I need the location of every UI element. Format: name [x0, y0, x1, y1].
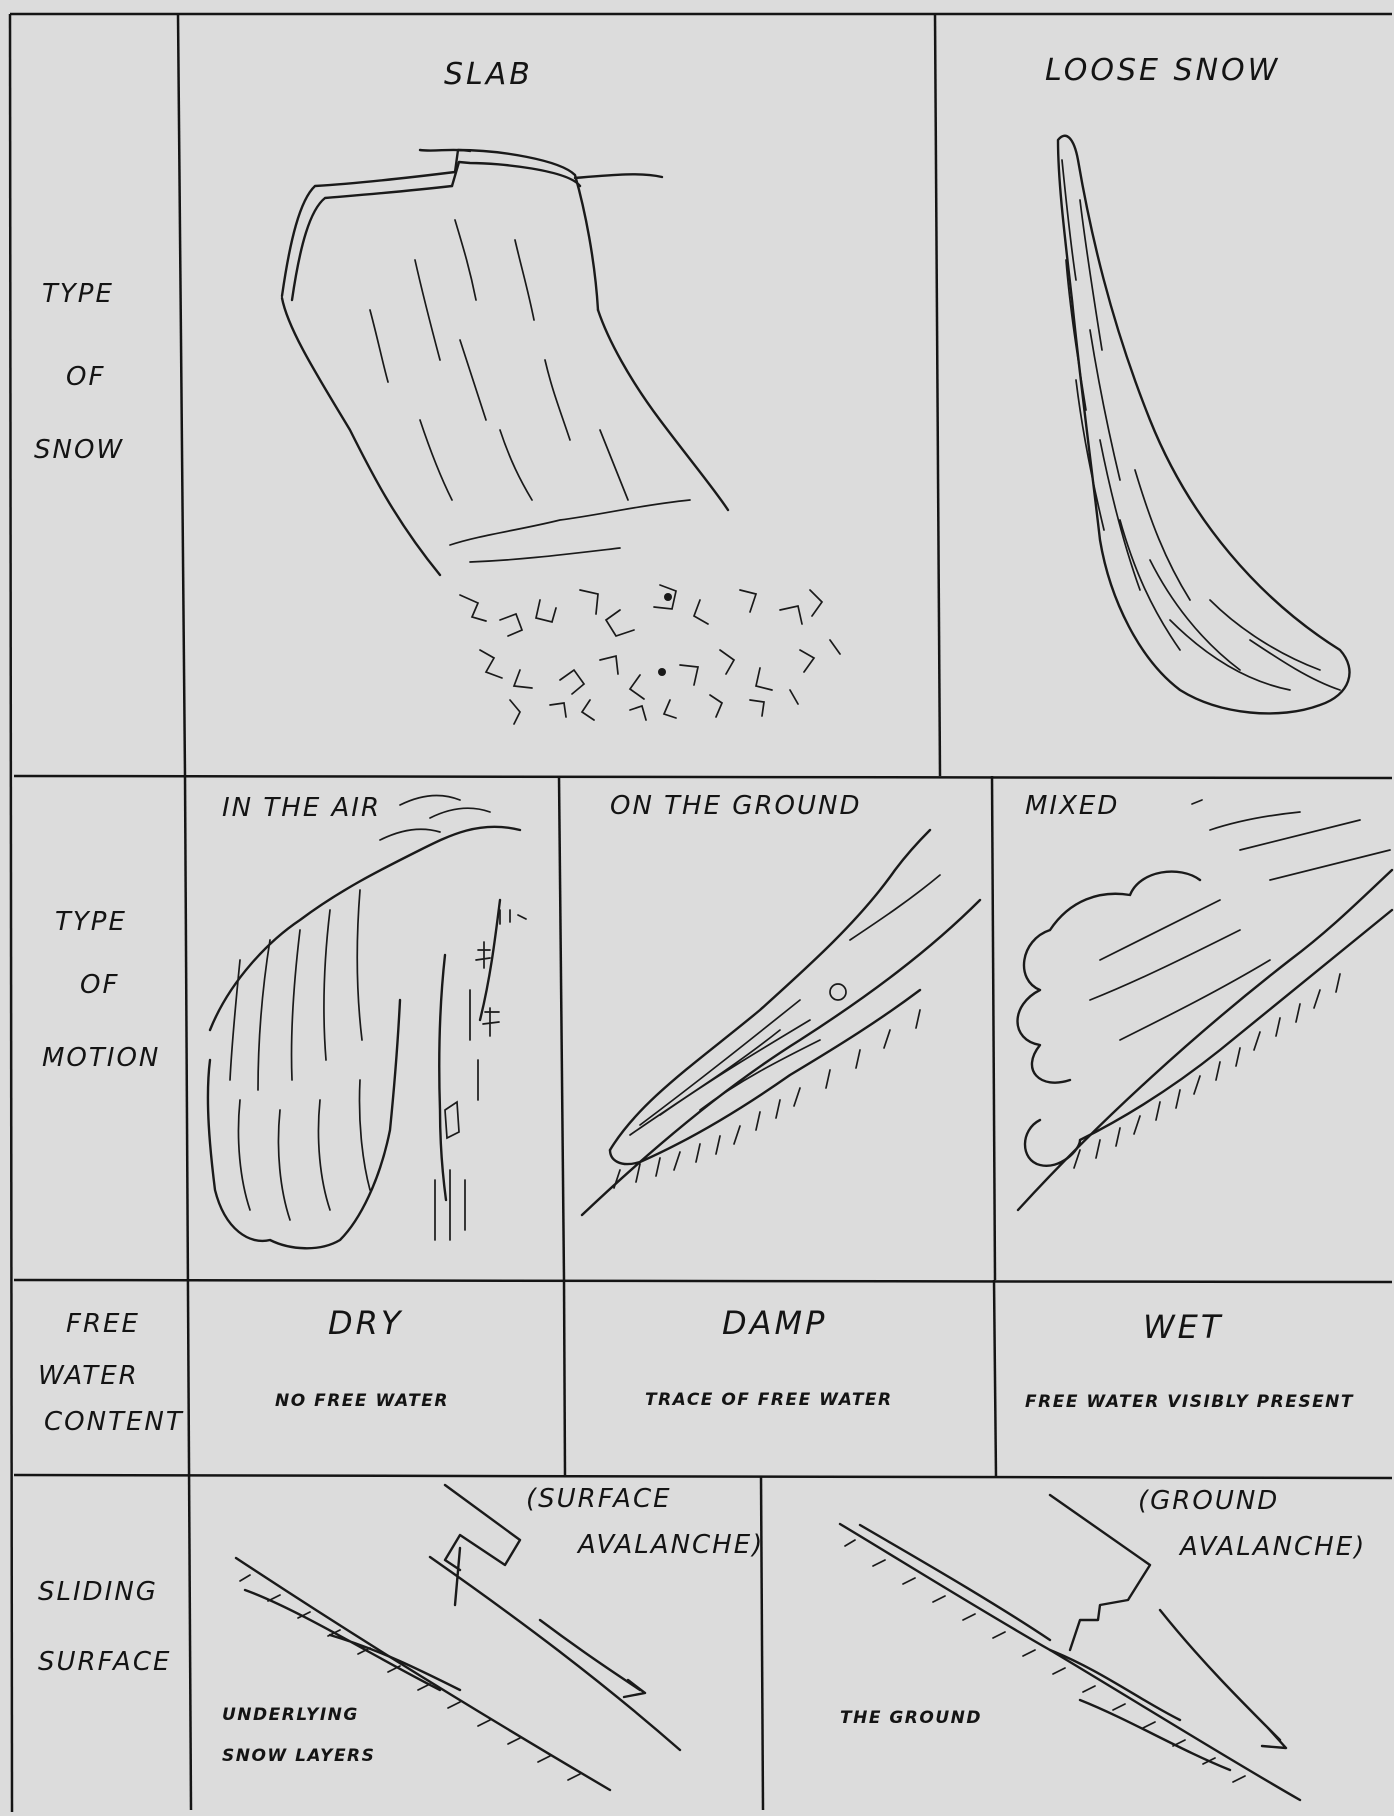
row-label-type-of-motion-1: TYPE — [55, 907, 127, 937]
row-label-free-water-2: WATER — [38, 1361, 139, 1391]
surface-avalanche-label-2: AVALANCHE) — [576, 1530, 764, 1560]
row-label-free-water-1: FREE — [66, 1309, 140, 1339]
motion-ground-title: ON THE GROUND — [610, 791, 861, 821]
row-label-sliding-surface-1: SLIDING — [38, 1577, 158, 1607]
row-label-sliding-surface-2: SURFACE — [38, 1647, 171, 1677]
row-label-type-of-snow-1: TYPE — [42, 279, 114, 309]
row-label-type-of-snow-3: SNOW — [34, 435, 124, 465]
underlying-snow-layers-2: SNOW LAYERS — [222, 1746, 375, 1766]
wet-description: FREE WATER VISIBLY PRESENT — [1025, 1392, 1354, 1412]
underlying-snow-layers-1: UNDERLYING — [222, 1705, 359, 1725]
the-ground-label: THE GROUND — [840, 1708, 982, 1728]
damp-title: DAMP — [722, 1304, 827, 1342]
motion-air-title: IN THE AIR — [222, 793, 381, 823]
dry-title: DRY — [328, 1304, 403, 1342]
ground-avalanche-label-2: AVALANCHE) — [1178, 1532, 1366, 1562]
motion-mixed-title: MIXED — [1025, 791, 1119, 821]
dry-description: NO FREE WATER — [275, 1391, 449, 1411]
row-label-free-water-3: CONTENT — [44, 1407, 184, 1437]
loose-snow-title: LOOSE SNOW — [1045, 53, 1280, 88]
damp-description: TRACE OF FREE WATER — [645, 1390, 893, 1410]
row-label-type-of-motion-3: MOTION — [42, 1043, 160, 1073]
row-label-type-of-snow-2: OF — [66, 362, 105, 392]
slab-title: SLAB — [444, 57, 533, 92]
ground-avalanche-label-1: (GROUND — [1138, 1486, 1279, 1516]
wet-title: WET — [1143, 1308, 1223, 1346]
surface-avalanche-label-1: (SURFACE — [526, 1484, 672, 1514]
row-label-type-of-motion-2: OF — [80, 970, 119, 1000]
